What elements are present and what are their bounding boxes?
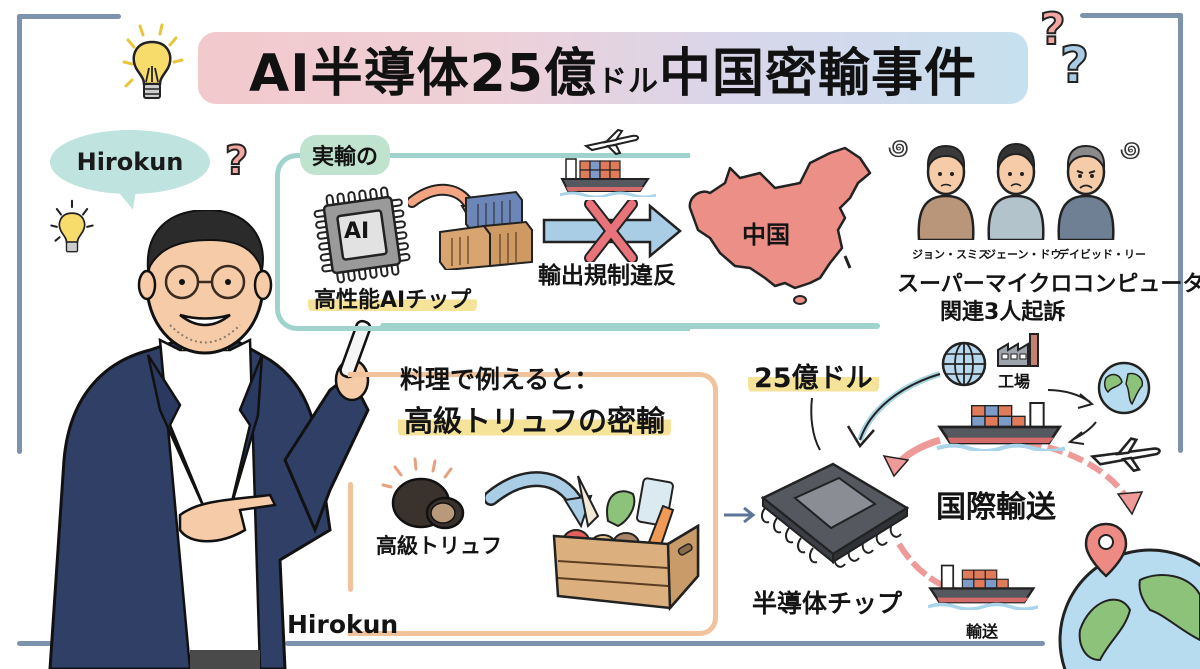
analogy-panel-left-line	[348, 482, 353, 592]
violation-label: 輸出規制違反	[538, 263, 676, 289]
title-main: AI半導体25億	[249, 43, 597, 104]
smuggling-panel-underline	[380, 323, 880, 329]
panel-tag: 実輸の	[300, 135, 391, 175]
arrow-right-icon	[724, 506, 756, 524]
presenter-signature: Hirokun	[287, 610, 399, 639]
lightbulb-icon	[122, 23, 184, 99]
factory-icon	[997, 333, 1039, 367]
presenter-illustration	[48, 210, 372, 669]
analogy-heading-line1: 料理で例えると：	[400, 365, 600, 394]
semiconductor-chip-icon	[760, 462, 910, 568]
speech-bubble: Hirokun	[50, 130, 210, 194]
china-map-icon	[688, 146, 872, 305]
factory-label: 工場	[998, 372, 1031, 391]
destination-label: 中国	[742, 221, 790, 249]
earth-with-pin-icon	[1058, 522, 1200, 669]
analogy-panel-bracket	[348, 372, 718, 636]
question-mark-icon: ?	[224, 137, 249, 185]
chip-caption: 高性能AIチップ	[308, 282, 478, 314]
globe-grid-icon	[941, 341, 987, 387]
cargo-ship-icon	[936, 402, 1066, 451]
transport-label: 輸送	[966, 622, 999, 641]
frame-right	[1178, 13, 1183, 453]
frame-bottom	[285, 641, 1045, 646]
blocked-export-arrow-icon	[542, 200, 682, 262]
defendant-avatar	[987, 142, 1045, 240]
connector-line	[810, 397, 821, 451]
analogy-heading-line2-text: 高級トリュフの密輸	[398, 404, 672, 438]
ai-chip-icon	[313, 186, 411, 284]
title-rest: 中国密輸事件	[658, 43, 977, 104]
indictment-caption-line2: 関連3人起訴	[940, 300, 1066, 325]
analogy-heading-line2: 高級トリュフの密輸	[398, 398, 672, 440]
defendant-name: デイビッド・リー	[1058, 248, 1146, 261]
amount-label-text: 25億ドル	[748, 363, 879, 394]
truffle-label: 高級トリュフ	[376, 534, 502, 558]
defendant-name: ジョン・スミス	[912, 248, 989, 261]
cargo-ship-icon	[560, 158, 656, 197]
airplane-icon	[583, 128, 640, 156]
airplane-icon	[1089, 437, 1161, 472]
international-shipping-label: 国際輸送	[936, 490, 1056, 525]
title-banner: AI半導体25億ドル中国密輸事件	[198, 32, 1028, 104]
semiconductor-chip-label: 半導体チップ	[752, 589, 903, 618]
defendant-avatar	[917, 144, 975, 240]
amount-label: 25億ドル	[748, 356, 879, 395]
title-unit: ドル	[596, 63, 659, 99]
frame-left	[17, 14, 22, 454]
question-mark-icon: ?	[1059, 35, 1090, 95]
chip-ai-label: AI	[344, 219, 370, 244]
frame-bottom-left	[17, 641, 57, 646]
defendant-name: ジェーン・ドウ	[985, 248, 1062, 261]
lightbulb-icon	[50, 199, 94, 253]
worry-scribble-icon: ꩜	[1120, 138, 1141, 163]
defendant-avatar	[1057, 144, 1115, 240]
chip-caption-text: 高性能AIチップ	[308, 288, 478, 313]
frame-top-right	[1080, 13, 1183, 18]
truffle-icon	[381, 457, 465, 530]
shipping-containers-icon	[439, 190, 533, 270]
indictment-caption-line1: スーパーマイクロコンピュータ	[897, 272, 1200, 297]
cargo-ship-icon	[928, 564, 1038, 610]
transport-arc	[896, 542, 956, 593]
frame-top-left	[17, 14, 121, 19]
worry-scribble-icon: ꩜	[888, 136, 909, 161]
question-mark-icon: ?	[1039, 3, 1066, 56]
earth-icon	[1097, 361, 1151, 415]
page-title: AI半導体25億ドル中国密輸事件	[249, 31, 977, 106]
vegetable-crate-icon	[552, 475, 700, 612]
speech-bubble-name: Hirokun	[76, 148, 184, 176]
shipping-cycle-arrows	[846, 371, 1144, 516]
